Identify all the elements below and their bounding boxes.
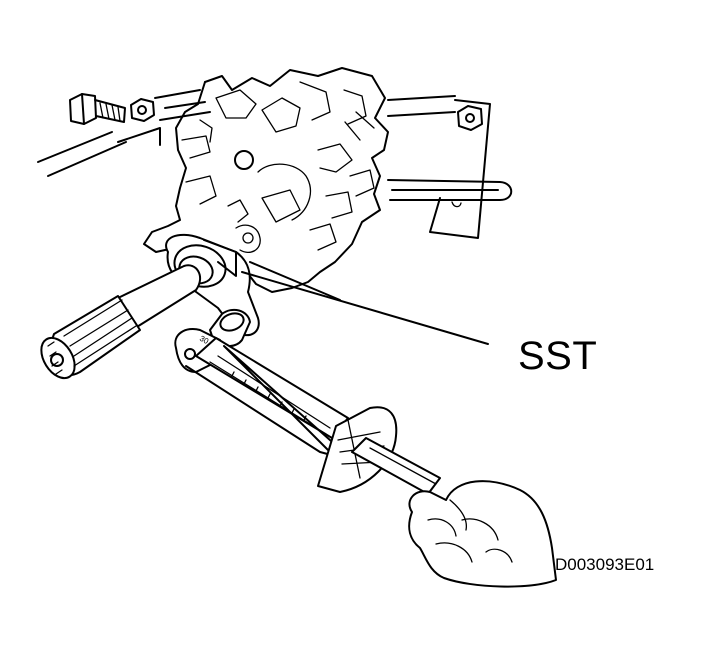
splined-shaft — [40, 264, 202, 380]
transfer-case-housing — [143, 67, 389, 293]
torque-wrench: 30 — [174, 308, 441, 495]
nut-left — [130, 98, 155, 122]
sst-leader-line — [241, 271, 489, 345]
nut-right — [457, 105, 483, 131]
sst-callout-label: SST — [518, 334, 598, 378]
frame-rails-right — [387, 95, 513, 239]
sst-leader-line-upper — [249, 261, 341, 301]
mounting-bolt — [69, 93, 126, 125]
figure-code-label: D003093E01 — [555, 555, 655, 574]
hand — [408, 480, 557, 588]
